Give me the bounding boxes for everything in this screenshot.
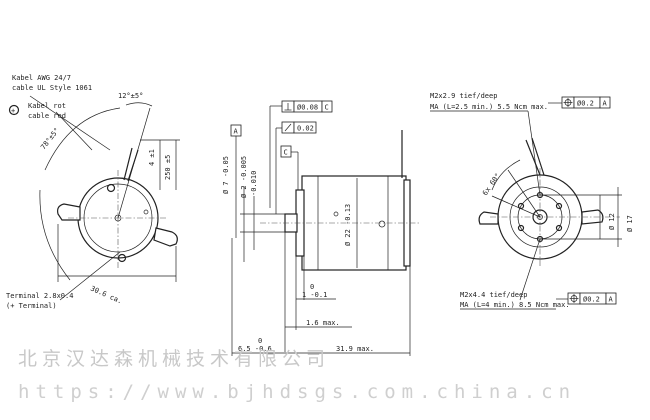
right-terminal-right: [581, 209, 604, 225]
right-cable-b: [531, 137, 545, 176]
datum-a-label: A: [234, 128, 239, 136]
runout-tol-box: [293, 121, 317, 134]
thread-bot-line2: MA (L=4 min.) 8.5 Ncm max.: [460, 301, 570, 309]
left-leader-red: [55, 111, 93, 151]
pos-top-tol: Ø0.2: [577, 100, 594, 108]
body-dia: Ø 22 -0.13: [344, 204, 352, 246]
right-view: 6x 60° Ø 12 Ø 17 M2x2.9 tief/deep MA (L=…: [430, 92, 634, 310]
right-angle-arc: [491, 159, 521, 191]
runout-arrow: [284, 123, 292, 132]
red-cable-line2: cable red: [28, 112, 66, 120]
thread-top-line2: MA (L=2.5 min.) 5.5 Ncm max.: [430, 103, 548, 111]
perp-ref-box: [321, 100, 333, 113]
runout-tol-label: 0.02: [297, 125, 314, 133]
cable-spec-line2: cable UL Style 1061: [12, 84, 92, 92]
left-mount-hole-bottom: [117, 253, 127, 263]
shaft-dia-2: Ø 2 -0.005: [240, 156, 248, 198]
left-leader-cable: [29, 95, 111, 151]
dim-1-label: 1 -0.1: [302, 291, 327, 299]
dim-319-label: 31.9 max.: [336, 345, 374, 353]
pos-bot-ref-box: [605, 292, 617, 305]
body-mark: [333, 211, 339, 217]
left-cable-a: [123, 147, 133, 181]
left-leader-terminal: [59, 251, 121, 301]
watermark-url: https://www.bjhdsgs.com.china.cn: [18, 381, 576, 403]
shaft-dia-1: Ø 7 -0.05: [222, 156, 230, 194]
dia-12-label: Ø 12: [608, 213, 616, 230]
perp-tol-label: Ø0.08: [297, 104, 318, 112]
left-arc-low: [39, 189, 71, 281]
dia-17-label: Ø 17: [626, 215, 634, 232]
dim-250-label: 250 ±5: [164, 155, 172, 180]
dim-4-label: 4 ±1: [148, 149, 156, 166]
left-mount-hole-top: [106, 183, 116, 193]
shaft-dia-3: -0.010: [250, 171, 258, 196]
pos-top-ref: A: [603, 100, 608, 108]
pos-bot-ref: A: [609, 296, 614, 304]
cable-spec-line1: Kabel AWG 24/7: [12, 74, 71, 82]
thread-top-line1: M2x2.9 tief/deep: [430, 92, 497, 100]
right-hole-2: [555, 202, 563, 210]
perp-ref-label: C: [325, 104, 329, 112]
left-arc-12: [125, 102, 153, 107]
dim-65-top: 0: [258, 337, 262, 345]
terminal-line2: (+ Terminal): [6, 302, 57, 310]
angle-top-label: 12°±5°: [118, 92, 143, 100]
terminal-line1: Terminal 2.8x0.4: [6, 292, 73, 300]
pos-bot-tol: Ø0.2: [583, 296, 600, 304]
plus-symbol-circle: [8, 104, 20, 116]
middle-view: A C Ø0.08 C 0.02 Ø 7 -0.05 Ø 2 -0.005 -0…: [222, 100, 420, 356]
right-hole-5: [517, 224, 525, 232]
datum-c-box: [280, 145, 292, 158]
right-angle-ray-2: [491, 195, 541, 218]
thread-top-leader: [527, 110, 541, 196]
plus-symbol: +: [11, 107, 15, 115]
dim-width-label: 30.6 ca.: [89, 285, 123, 306]
thread-bot-leader: [519, 238, 541, 301]
dim-16-label: 1.6 max.: [306, 319, 340, 327]
dim-65-label: 6.5 -0.6: [238, 345, 272, 353]
perp-tol-value: 0.08: [301, 104, 318, 112]
body-mark-b: [378, 220, 386, 228]
pos-top-ref-box: [599, 96, 611, 109]
datum-c-label: C: [284, 149, 288, 157]
right-terminal-left: [478, 211, 499, 225]
left-small-hole: [143, 209, 149, 215]
right-cable-a: [525, 139, 541, 176]
left-terminal-minus: [57, 203, 81, 221]
watermark-company: 北京汉达森机械技术有限公司: [18, 348, 330, 370]
thread-bot-line1: M2x4.4 tief/deep: [460, 291, 527, 299]
left-angle-ray: [117, 107, 151, 219]
right-angle-ray-1: [507, 169, 541, 218]
watermark: 北京汉达森机械技术有限公司 https://www.bjhdsgs.com.ch…: [18, 348, 576, 403]
left-view: Kabel AWG 24/7 cable UL Style 1061 + Kab…: [6, 74, 180, 310]
right-hole-3: [555, 224, 563, 232]
left-terminal-plus: [153, 227, 178, 247]
right-angle-label: 6x 60°: [481, 172, 502, 197]
dim-1-top: 0: [310, 283, 314, 291]
red-cable-line1: Kabel rot: [28, 102, 66, 110]
